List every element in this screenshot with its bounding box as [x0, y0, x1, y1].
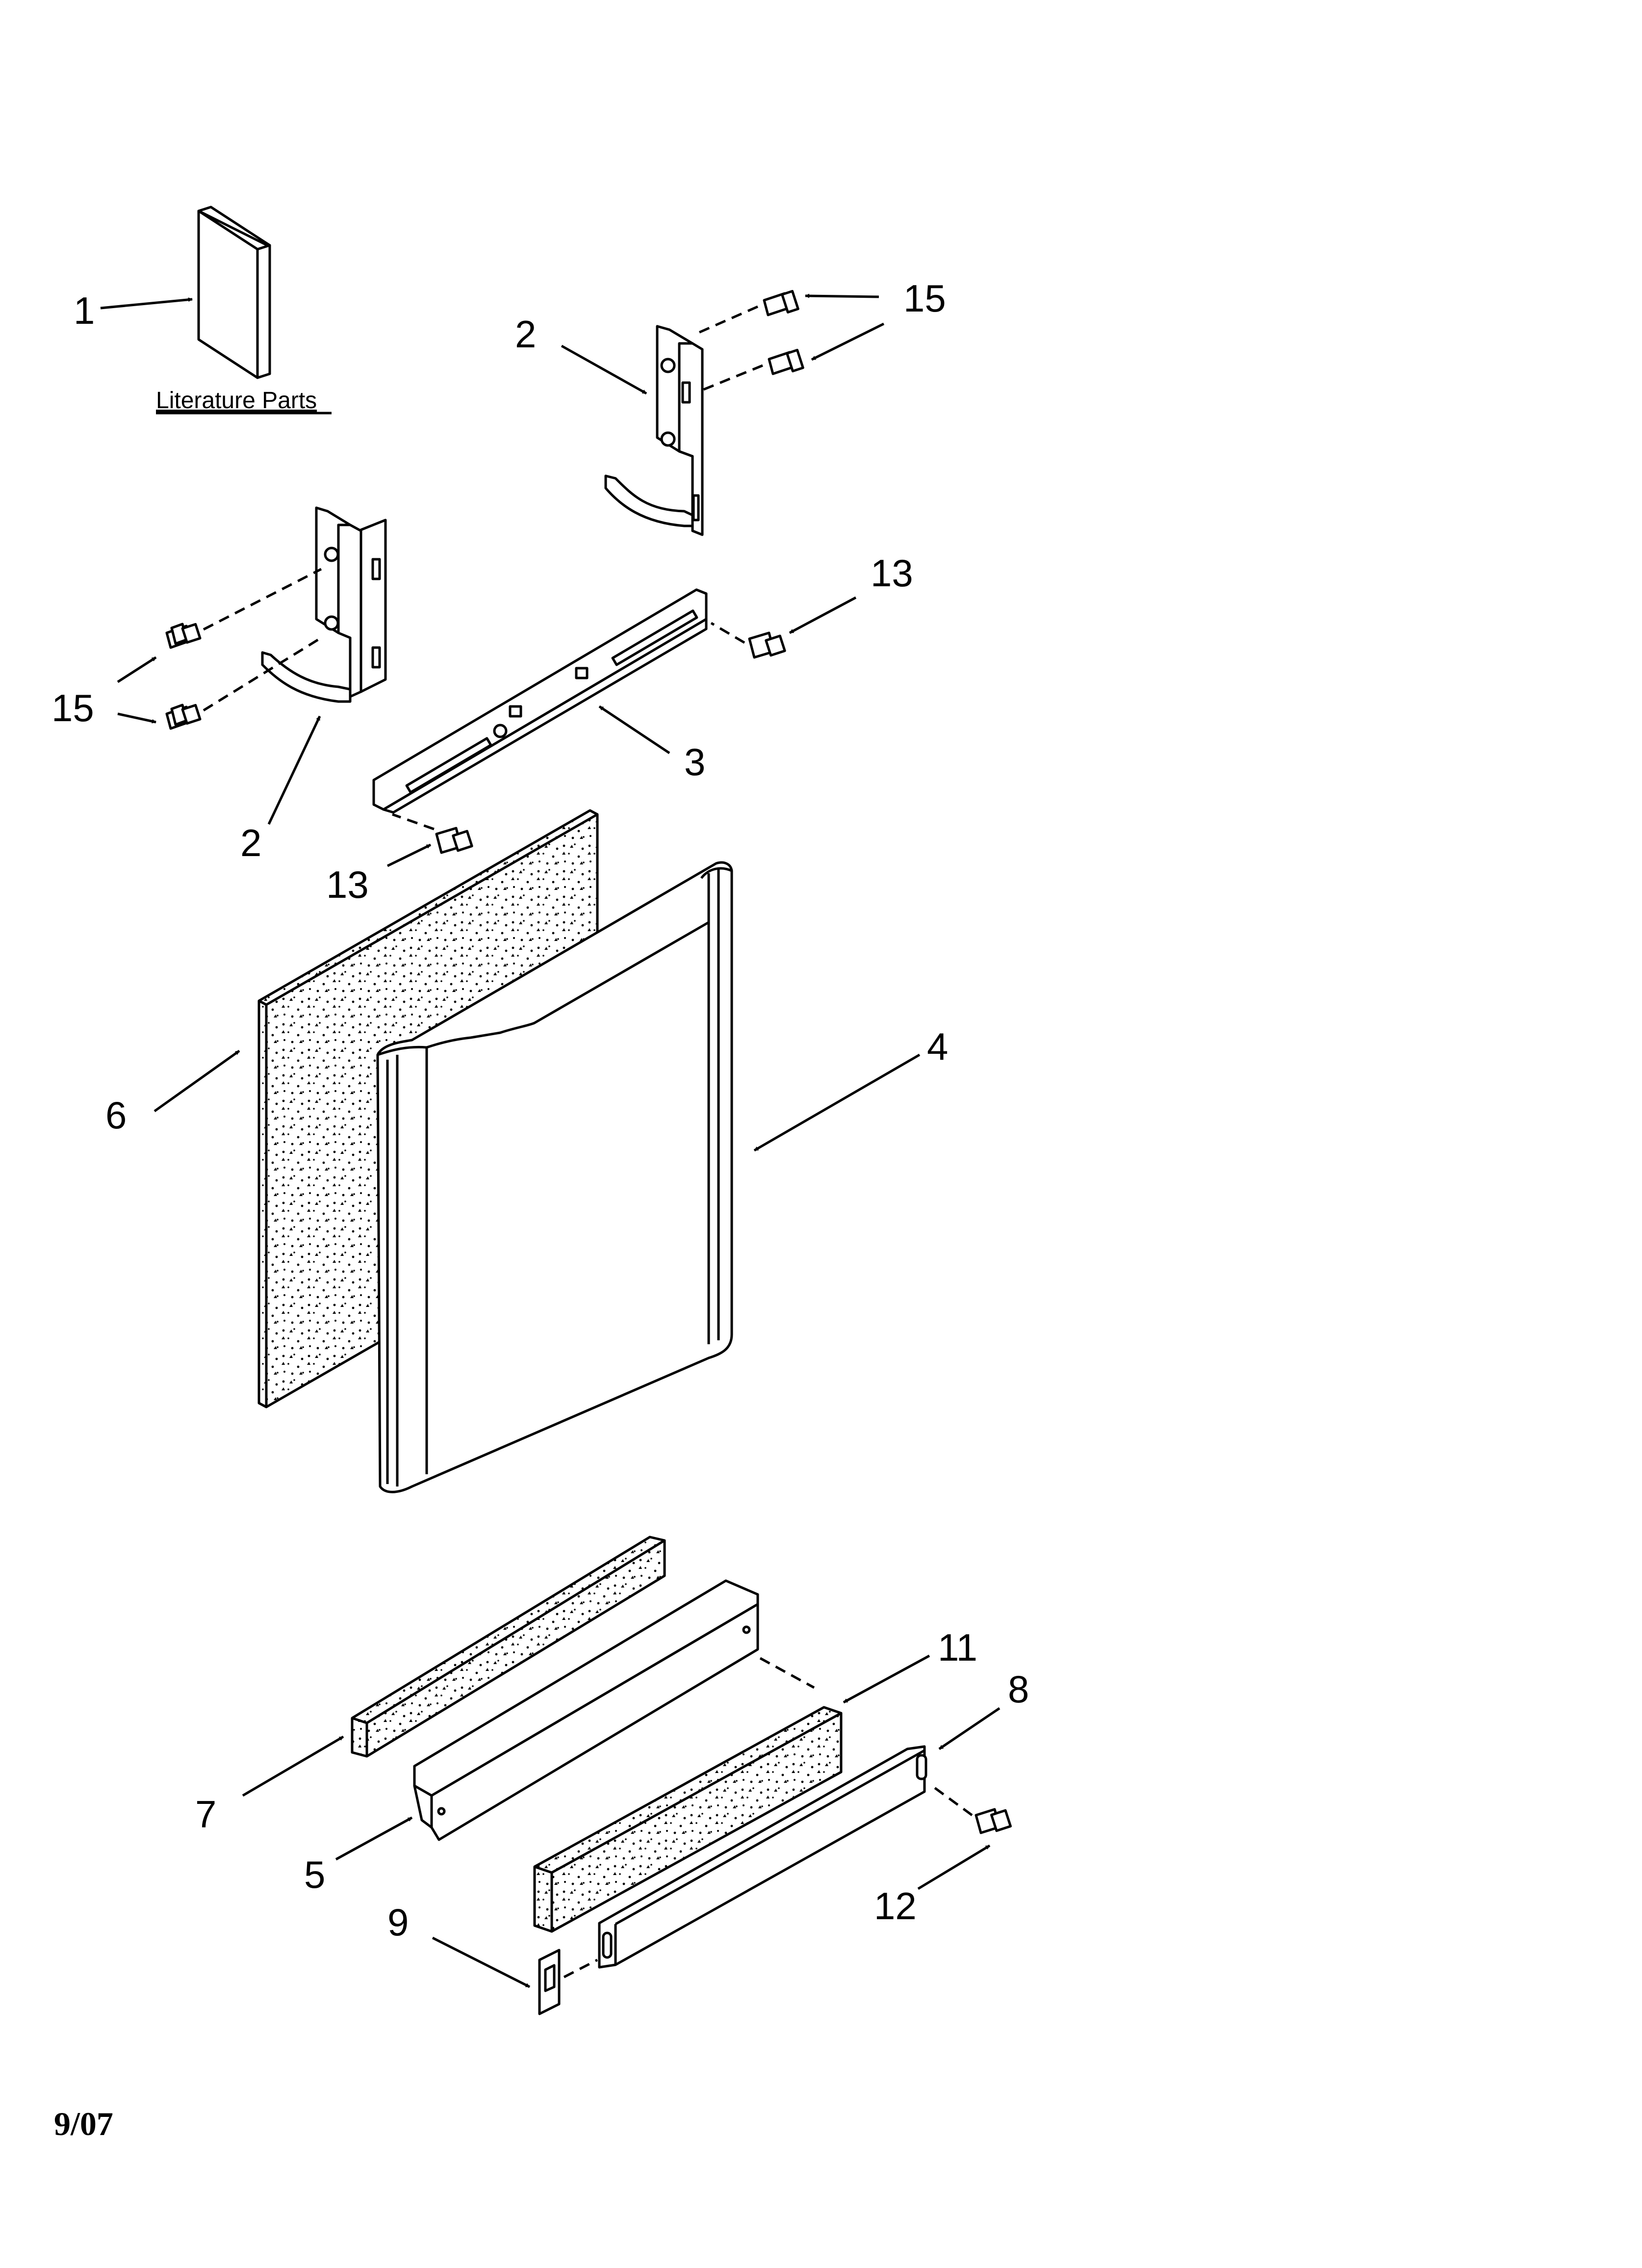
toe-kick-insulation-right: [533, 1706, 843, 1933]
label-12: 12: [874, 1884, 917, 1928]
label-11: 11: [938, 1626, 977, 1669]
pointer-2-upper: [561, 344, 647, 395]
pointer-5: [335, 1816, 413, 1861]
screw-15-lower-a: [165, 623, 202, 649]
pointer-9: [432, 1936, 531, 1988]
pointer-7: [242, 1735, 344, 1797]
mounting-rail: [372, 588, 708, 814]
literature-parts-book: [197, 206, 271, 379]
dash-9: [563, 1958, 598, 1979]
dash-13-upper: [710, 622, 745, 644]
pointer-2-lower: [267, 715, 321, 825]
pointer-15-upper-a: [805, 293, 879, 298]
screw-15-upper-a: [763, 290, 799, 316]
pointer-3: [598, 705, 670, 755]
label-8: 8: [1008, 1668, 1029, 1711]
label-5: 5: [304, 1853, 325, 1896]
toe-kick-bracket: [598, 1745, 927, 1969]
screw-13-upper: [748, 631, 786, 659]
label-9: 9: [387, 1901, 409, 1944]
pointer-15-upper-b: [811, 322, 885, 361]
pointer-15-lower-a: [117, 656, 157, 683]
screw-12: [975, 1808, 1012, 1834]
dash-12: [931, 1784, 973, 1817]
pointer-6: [154, 1049, 240, 1113]
pointer-8: [938, 1707, 1001, 1750]
hinge-bracket-upper: [604, 325, 704, 536]
toe-kick-clip: [538, 1949, 561, 2015]
label-2-upper: 2: [515, 313, 536, 356]
label-6: 6: [105, 1094, 127, 1137]
revision-date: 9/07: [54, 2105, 113, 2142]
screw-15-upper-b: [768, 349, 804, 375]
dash-15-lower-b: [203, 636, 322, 712]
screw-13-lower: [435, 827, 473, 854]
pointer-11: [843, 1654, 930, 1704]
label-15-upper: 15: [903, 277, 946, 320]
dash-15-upper-a: [695, 305, 759, 335]
pointer-1: [100, 297, 193, 310]
toe-kick-panel: [413, 1579, 759, 1841]
hinge-bracket-lower: [261, 506, 387, 703]
label-13-lower: 13: [326, 863, 369, 906]
label-4: 4: [927, 1025, 948, 1068]
pointer-13-lower: [386, 843, 432, 867]
label-13-upper: 13: [871, 551, 913, 595]
label-7: 7: [195, 1793, 216, 1836]
label-1: 1: [74, 289, 95, 332]
screw-15-lower-b: [165, 704, 202, 730]
outer-door-panel: [376, 861, 733, 1493]
pointer-12: [917, 1844, 991, 1890]
literature-parts-caption: Literature Parts: [156, 388, 317, 414]
label-2-lower: 2: [240, 821, 261, 864]
toe-kick-insulation-left: [351, 1536, 666, 1758]
label-3: 3: [684, 740, 705, 783]
label-15-lower: 15: [51, 686, 94, 730]
dash-13-lower: [392, 813, 435, 831]
dash-15-upper-b: [702, 364, 763, 391]
pointer-4: [753, 1053, 921, 1152]
dash-toe-kick: [759, 1657, 815, 1689]
pointer-13-upper: [789, 596, 857, 634]
dash-15-lower-a: [203, 568, 322, 631]
pointer-15-lower-b: [117, 712, 156, 724]
